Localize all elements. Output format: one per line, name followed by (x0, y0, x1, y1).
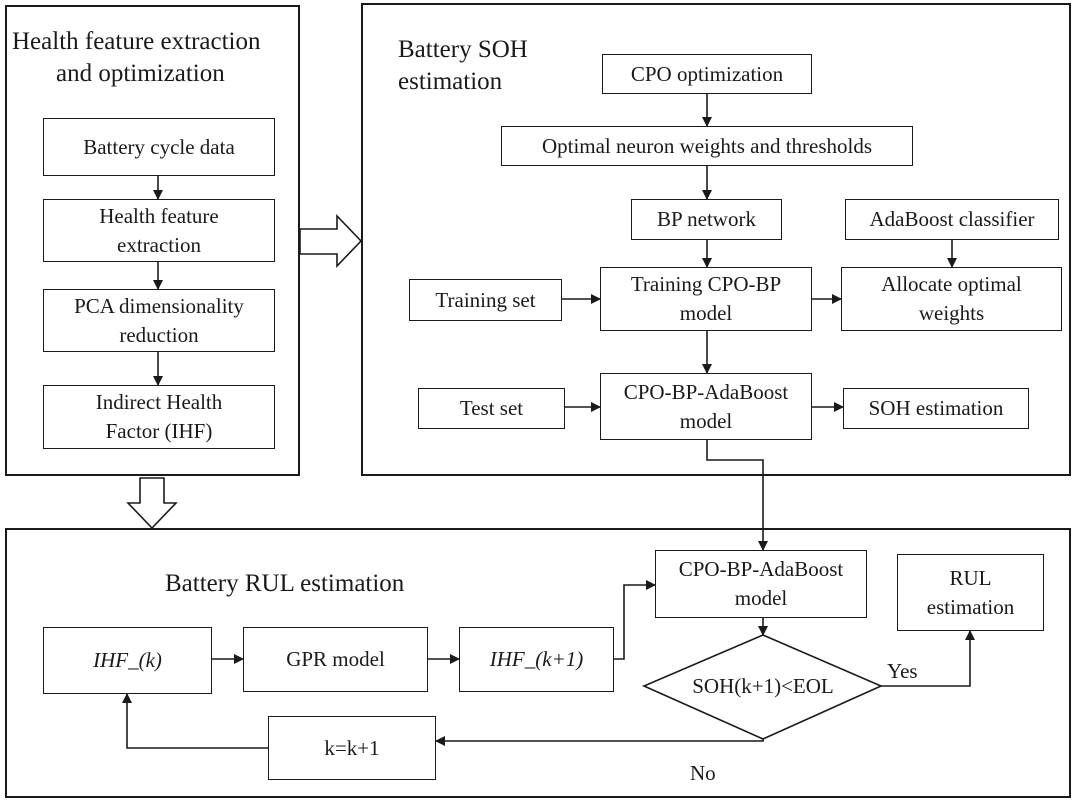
node-text-line: Battery cycle data (83, 134, 235, 159)
node-text-line: weights (918, 301, 985, 325)
node-text: Training CPO-BP model (631, 270, 781, 328)
node-text-line: IHF_(k+1) (489, 647, 584, 671)
node-text-line: SOH estimation (868, 396, 1004, 420)
node-text-line: model (734, 586, 788, 610)
health-feature-extraction-box: Health feature extraction (43, 199, 275, 262)
optimal-weights-thresholds-box: Optimal neuron weights and thresholds (501, 126, 913, 166)
node-text-line: CPO optimization (630, 61, 784, 86)
panel-rul-estimation (5, 528, 1071, 798)
rul-estimation-box: RUL estimation (897, 554, 1044, 631)
node-text-line: estimation (926, 594, 1015, 619)
decision-yes-label: Yes (887, 659, 918, 683)
node-text: Test set (460, 394, 523, 423)
cpo-optimization-box: CPO optimization (602, 54, 812, 94)
node-text: Health feature extraction (99, 202, 219, 260)
node-text-line: Test set (459, 396, 524, 420)
ihf-k-box: IHF_(k) (43, 627, 212, 694)
arrow-ihfk1-to-rul-model (614, 580, 656, 660)
ihf-k1-box: IHF_(k+1) (459, 627, 614, 692)
allocate-optimal-weights-box: Allocate optimal weights (841, 267, 1062, 331)
battery-cycle-data-box: Battery cycle data (43, 118, 275, 176)
node-text: SOH estimation (869, 394, 1004, 423)
rul-cpo-bp-adaboost-box: CPO-BP-AdaBoost model (655, 550, 867, 618)
block-arrow-feature-to-soh (299, 214, 363, 268)
soh-panel-title: Battery SOH estimation (398, 36, 528, 95)
panel-feature-extraction (5, 5, 300, 476)
feature-panel-title: Health feature extraction and optimizati… (12, 28, 261, 87)
node-text-line: extraction (117, 232, 201, 257)
node-text-line: Allocate optimal (881, 272, 1022, 296)
node-text: CPO optimization (631, 60, 783, 89)
soh-estimation-box: SOH estimation (843, 388, 1029, 429)
node-text-line: Optimal neuron weights and thresholds (541, 133, 873, 158)
node-text: BP network (657, 205, 756, 234)
node-text-line: Training CPO-BP (630, 272, 782, 296)
rul-panel-title: Battery RUL estimation (165, 570, 405, 597)
decision-diamond (642, 634, 883, 740)
node-text-line: Health feature (99, 203, 219, 228)
k-increment-box: k=k+1 (268, 716, 436, 780)
node-text: Optimal neuron weights and thresholds (542, 132, 872, 161)
node-text-line: IHF_(k) (93, 648, 162, 672)
adaboost-classifier-box: AdaBoost classifier (845, 199, 1059, 240)
node-text: Training set (435, 286, 535, 315)
arrow-increment-to-ihfk (122, 693, 268, 749)
training-set-box: Training set (409, 279, 562, 321)
arrow-soh-model-to-rul-model (706, 440, 768, 551)
panel-soh-estimation (361, 3, 1071, 476)
node-text: IHF_(k) (93, 646, 162, 675)
bp-network-box: BP network (631, 199, 782, 240)
node-text: AdaBoost classifier (869, 205, 1034, 234)
cpo-bp-adaboost-box: CPO-BP-AdaBoost model (600, 373, 812, 440)
node-text-line: k=k+1 (324, 735, 380, 760)
pca-reduction-box: PCA dimensionality reduction (43, 289, 275, 352)
node-text-line: Indirect Health (95, 390, 223, 414)
node-text: Allocate optimal weights (881, 270, 1022, 328)
decision-no-label: No (690, 761, 716, 785)
node-text-line: Factor (IHF) (105, 419, 213, 443)
node-text: Battery cycle data (83, 133, 235, 162)
node-text: IHF_(k+1) (490, 645, 583, 674)
block-arrow-feature-to-rul (126, 477, 178, 530)
node-text: PCA dimensionality reduction (74, 292, 244, 350)
arrow-decision-yes-to-rul (881, 630, 975, 687)
node-text-line: Training set (435, 287, 536, 312)
node-text-line: GPR model (286, 647, 385, 671)
node-text-line: CPO-BP-AdaBoost (678, 557, 844, 581)
node-text: CPO-BP-AdaBoost model (679, 555, 844, 613)
node-text: k=k+1 (324, 734, 379, 763)
gpr-model-box: GPR model (243, 627, 428, 692)
node-text: GPR model (286, 645, 385, 674)
node-text-line: CPO-BP-AdaBoost (623, 379, 789, 404)
node-text-line: AdaBoost classifier (869, 207, 1035, 231)
node-text-line: reduction (119, 322, 199, 347)
node-text-line: model (679, 301, 733, 325)
node-text-line: BP network (657, 207, 756, 231)
node-text-line: PCA dimensionality (74, 293, 244, 318)
node-text-line: model (679, 408, 733, 433)
node-text-line: RUL (949, 565, 992, 590)
node-text: CPO-BP-AdaBoost model (624, 378, 789, 436)
decision-condition: SOH(k+1)<EOL (692, 674, 834, 698)
node-text: RUL estimation (927, 564, 1015, 622)
training-cpo-bp-box: Training CPO-BP model (600, 267, 812, 331)
test-set-box: Test set (418, 388, 565, 429)
